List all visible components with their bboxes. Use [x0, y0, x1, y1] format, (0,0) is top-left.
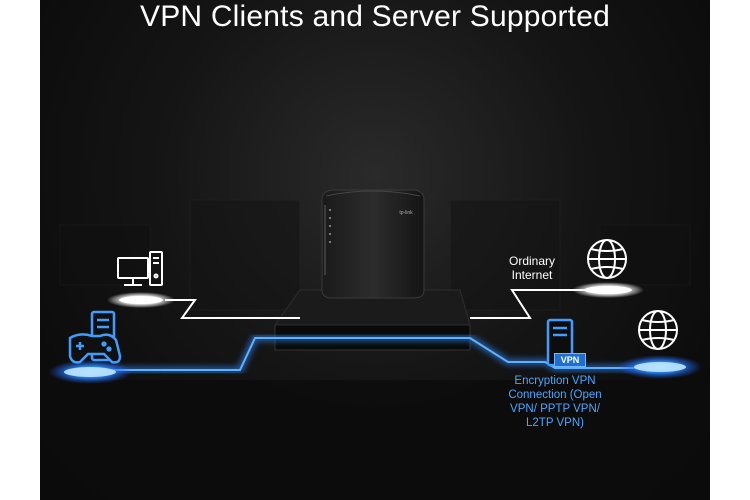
vpn-badge: VPN: [554, 353, 586, 367]
globe-icon: [638, 310, 678, 350]
gamepad-icon: [68, 333, 122, 364]
ordinary-connection-lines: [165, 289, 600, 319]
router: tp-link: [321, 189, 425, 299]
ordinary-internet-line1: Ordinary: [508, 254, 555, 268]
encryption-line2: Connection (Open: [508, 389, 602, 401]
floor: [40, 380, 710, 500]
vpn-connection-lines: [90, 334, 660, 374]
encryption-line1: Encryption VPN: [514, 375, 596, 387]
encryption-vpn-label: Encryption VPN Connection (Open VPN/ PPT…: [492, 374, 618, 430]
page-title: VPN Clients and Server Supported: [140, 0, 610, 33]
background-pillars: [59, 199, 691, 311]
encryption-line4: L2TP VPN): [526, 417, 584, 429]
router-pedestal: [274, 289, 471, 351]
ordinary-internet-line2: Internet: [511, 268, 553, 282]
router-status-leds: [329, 209, 331, 243]
desktop-computer-icon: [117, 251, 163, 286]
globe-icon: [587, 239, 627, 279]
encryption-line3: VPN/ PPTP VPN/: [510, 403, 600, 415]
router-logo: tp-link: [399, 210, 413, 216]
ordinary-internet-label: Ordinary Internet: [497, 254, 567, 282]
